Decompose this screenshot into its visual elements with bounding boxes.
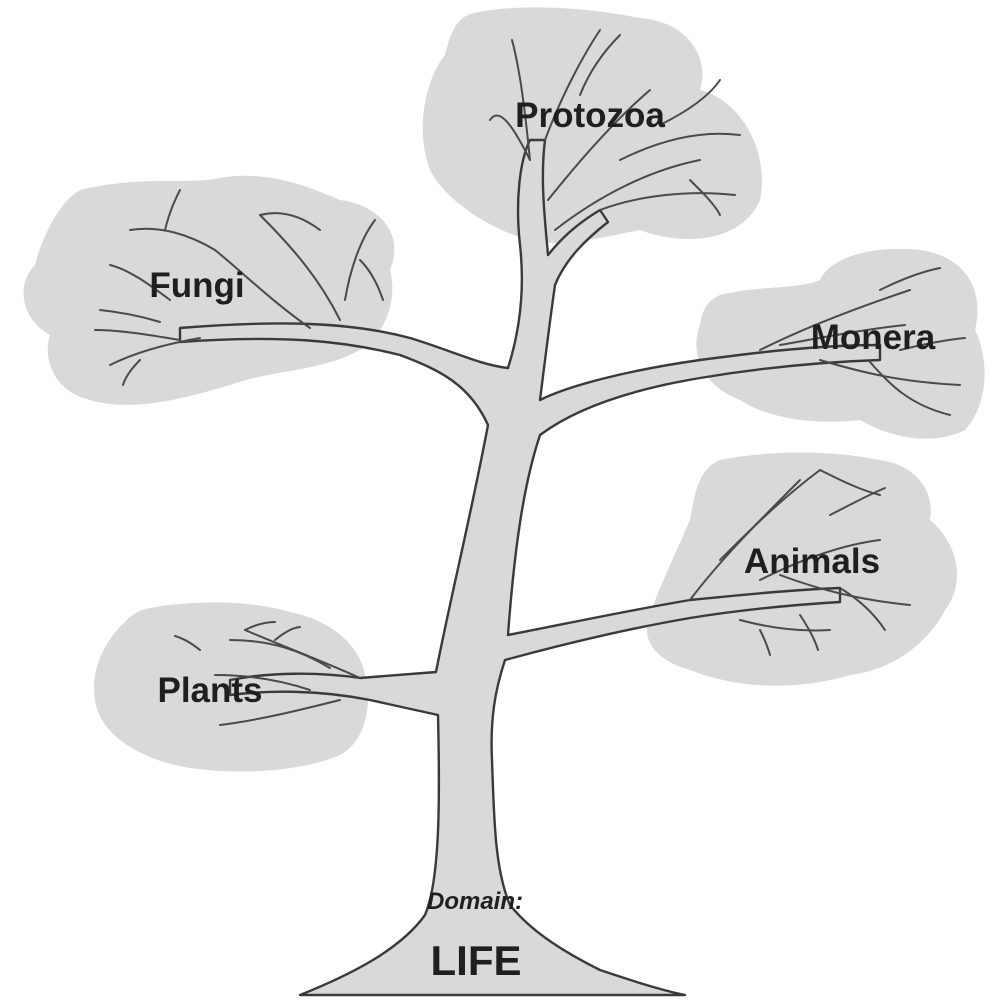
label-fungi: Fungi — [149, 266, 244, 305]
root-domain-prefix: Domain: — [427, 888, 523, 915]
label-animals: Animals — [744, 542, 880, 581]
label-protozoa: Protozoa — [515, 96, 665, 135]
root-domain-name: LIFE — [431, 937, 522, 984]
label-monera: Monera — [811, 318, 936, 357]
label-plants: Plants — [157, 671, 262, 710]
